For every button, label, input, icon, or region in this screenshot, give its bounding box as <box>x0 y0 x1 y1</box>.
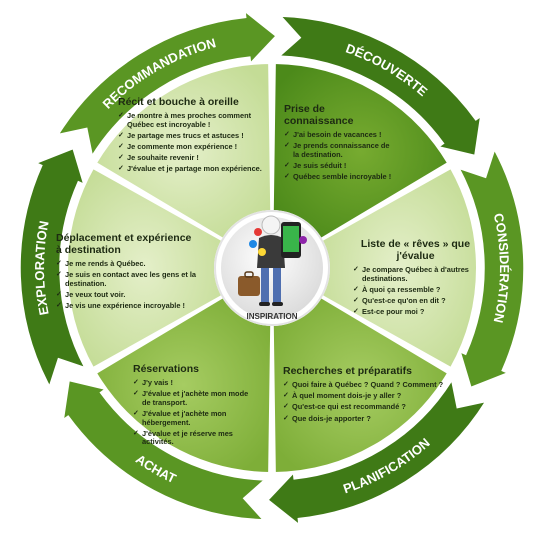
segment-planification: Recherches et préparatifs Quoi faire à Q… <box>283 365 453 426</box>
list-item: Est-ce pour moi ? <box>353 308 478 317</box>
segment-list: Je me rends à Québec.Je suis en contact … <box>56 259 198 311</box>
list-item: Je veux tout voir. <box>56 290 198 300</box>
list-item: J'évalue et j'achète mon hébergement. <box>133 409 253 427</box>
segment-list: Quoi faire à Québec ? Quand ? Comment ? À… <box>283 380 453 424</box>
segment-achat: Réservations J'y vais !J'évalue et j'ach… <box>133 363 253 450</box>
segment-decouverte: Prise de connaissance J'ai besoin de vac… <box>284 103 396 184</box>
list-item: Quoi faire à Québec ? Quand ? Comment ? <box>283 380 453 390</box>
list-item: Je souhaite revenir ! <box>118 154 278 163</box>
list-item: J'évalue et je réserve mes activités. <box>133 429 253 447</box>
ring-label-consideration: CONSIDÉRATION <box>491 212 512 324</box>
segment-title: Prise de connaissance <box>284 103 354 127</box>
segment-exploration: Déplacement et expérience à destination … <box>56 232 198 313</box>
list-item: Que dois-je apporter ? <box>283 414 453 424</box>
segment-title: Récit et bouche à oreille <box>118 96 239 108</box>
list-item: J'évalue et j'achète mon mode de transpo… <box>133 389 253 407</box>
segment-title: Recherches et préparatifs <box>283 365 412 377</box>
ring-arrow-consideration <box>457 147 525 389</box>
list-item: Je suis en contact avec les gens et la d… <box>56 270 198 288</box>
list-item: J'y vais ! <box>133 378 253 388</box>
list-item: Québec semble incroyable ! <box>284 173 396 182</box>
ring-arrow-decouverte <box>277 15 482 157</box>
ring-arrow-achat <box>62 379 267 521</box>
list-item: Je me rends à Québec. <box>56 259 198 269</box>
segment-consideration: Liste de « rêves » que j'évalue Je compa… <box>353 238 478 319</box>
list-item: Qu'est-ce qui est recommandé ? <box>283 403 453 412</box>
list-item: Je compare Québec à d'autres destination… <box>353 265 478 283</box>
segment-title: Réservations <box>133 363 199 375</box>
center-label: INSPIRATION <box>247 312 298 321</box>
segment-list: Je montre à mes proches comment Québec e… <box>118 111 278 174</box>
list-item: Je commente mon expérience ! <box>118 142 278 152</box>
list-item: À quel moment dois-je y aller ? <box>283 392 453 401</box>
list-item: Je suis séduit ! <box>284 161 396 171</box>
segment-list: J'y vais !J'évalue et j'achète mon mode … <box>133 378 253 447</box>
list-item: Qu'est-ce qu'on en dit ? <box>353 296 478 306</box>
ring-arrow-exploration <box>19 147 87 389</box>
list-item: Je montre à mes proches comment Québec e… <box>118 111 278 129</box>
center-disc: INSPIRATION <box>214 210 330 326</box>
traveler-with-smartphone-icon <box>238 215 307 306</box>
list-item: Je vis une expérience incroyable ! <box>56 302 198 311</box>
segment-list: J'ai besoin de vacances !Je prends conna… <box>284 130 396 182</box>
segment-list: Je compare Québec à d'autres destination… <box>353 265 478 317</box>
segment-recommandation: Récit et bouche à oreille Je montre à me… <box>118 96 278 177</box>
segment-title: Déplacement et expérience à destination <box>56 232 192 256</box>
list-item: J'ai besoin de vacances ! <box>284 130 396 140</box>
list-item: Je prends connaissance de la destination… <box>284 141 396 159</box>
list-item: À quoi ça ressemble ? <box>353 285 478 295</box>
segment-title: Liste de « rêves » que j'évalue <box>360 238 471 262</box>
list-item: Je partage mes trucs et astuces ! <box>118 131 278 141</box>
list-item: J'évalue et je partage mon expérience. <box>118 165 278 174</box>
